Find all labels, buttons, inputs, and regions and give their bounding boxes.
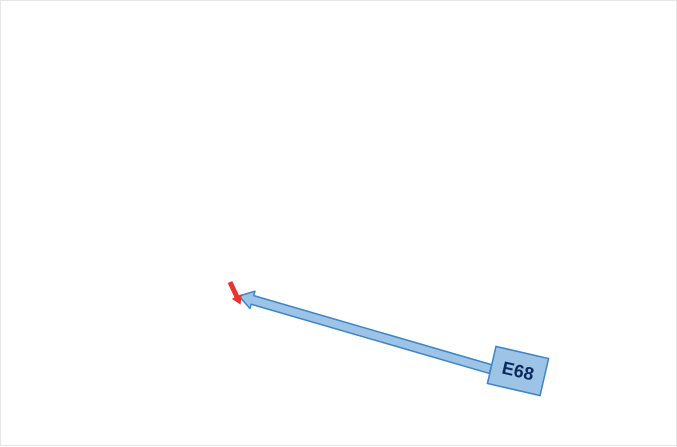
pointer-arrow-shape — [238, 290, 493, 375]
direction-mark — [227, 280, 242, 305]
direction-mark-shape — [227, 280, 242, 305]
tag-rect — [486, 345, 550, 397]
tag-box: E68 — [486, 345, 550, 397]
pointer-arrow — [238, 290, 493, 375]
